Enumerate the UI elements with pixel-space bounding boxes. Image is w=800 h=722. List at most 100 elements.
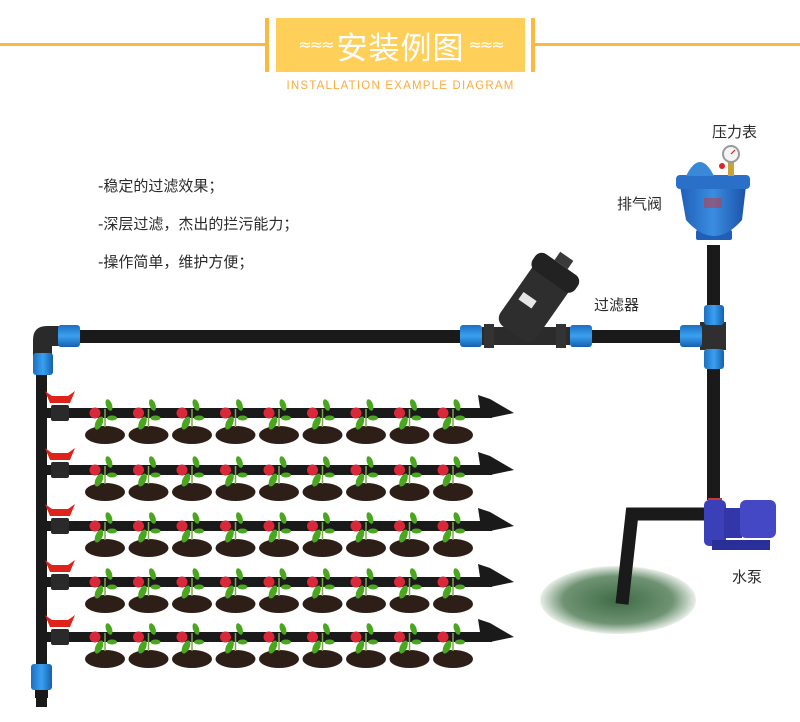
soil [346, 595, 386, 613]
dripper [176, 464, 188, 476]
leaf [442, 640, 452, 654]
dripper [89, 631, 101, 643]
leaf [312, 473, 321, 487]
plant [389, 456, 430, 501]
dripper [89, 407, 101, 419]
pressure-gauge [719, 145, 740, 176]
leaf [194, 584, 204, 590]
leaf [453, 456, 461, 468]
leaf [138, 585, 147, 599]
dripper [350, 407, 362, 419]
branch-end-arrow [478, 395, 514, 418]
leaf [192, 512, 200, 524]
leaf [149, 456, 156, 468]
leaf [105, 399, 113, 411]
leaf [399, 640, 408, 654]
leaf [410, 568, 417, 580]
leaf [181, 473, 191, 487]
plant [259, 623, 299, 668]
soil [259, 595, 299, 613]
valve-handle [45, 448, 75, 460]
leaf [268, 416, 278, 430]
leaf [442, 473, 452, 487]
leaf [442, 416, 452, 430]
dripper [263, 464, 275, 476]
dripper [133, 464, 144, 476]
leaf [94, 585, 104, 599]
plant [172, 623, 212, 668]
soil [346, 483, 386, 501]
water-pump [704, 498, 776, 550]
soil [302, 595, 343, 613]
dripper [220, 576, 231, 588]
leaf [366, 399, 374, 411]
leaf [355, 529, 365, 543]
filter-device [482, 251, 580, 348]
leaf [194, 528, 204, 534]
leaf [399, 529, 408, 543]
header-bar-right [531, 18, 535, 72]
leaf [268, 529, 278, 543]
soil [433, 650, 473, 668]
leaf [323, 623, 330, 635]
soil [172, 539, 212, 557]
soil [85, 483, 125, 501]
plant [215, 568, 256, 613]
plant [172, 399, 212, 444]
leaf [281, 472, 291, 478]
leaf [442, 529, 452, 543]
plant [433, 512, 473, 557]
plant [85, 568, 125, 613]
soil [433, 483, 473, 501]
plant [259, 568, 299, 613]
leaf [192, 568, 200, 580]
plant [346, 623, 386, 668]
plant [128, 399, 169, 444]
plant [215, 512, 256, 557]
vertical-riser-pipe [707, 245, 720, 500]
branch-row [45, 615, 514, 668]
coupling [704, 305, 724, 325]
leaf [94, 529, 104, 543]
plant [215, 399, 256, 444]
leaf [323, 568, 330, 580]
leaf [312, 585, 321, 599]
coupling [460, 325, 482, 347]
soil [172, 650, 212, 668]
leaf [236, 512, 243, 524]
suction-pipe [615, 507, 708, 605]
dripper [307, 407, 318, 419]
plant [128, 456, 169, 501]
plant [389, 568, 430, 613]
soil [433, 539, 473, 557]
plant [433, 623, 473, 668]
soil [302, 426, 343, 444]
feature-list: -稳定的过滤效果； -深层过滤，杰出的拦污能力； -操作简单，维护方便； [98, 173, 298, 287]
branch-end-arrow [478, 452, 514, 475]
soil [128, 595, 169, 613]
pressure-gauge-label: 压力表 [712, 123, 758, 141]
soil [259, 426, 299, 444]
valve-body [51, 518, 69, 534]
soil [85, 595, 125, 613]
dripper [133, 520, 144, 532]
soil [346, 650, 386, 668]
leaf [149, 399, 156, 411]
branch-end-arrow [478, 619, 514, 642]
leaf [323, 456, 330, 468]
coupling [704, 349, 724, 369]
leaf [150, 528, 161, 534]
dripper [394, 520, 405, 532]
dripper [220, 520, 231, 532]
leaf [355, 416, 365, 430]
wave-decoration-left: ≈≈≈ [298, 35, 334, 54]
soil [215, 539, 256, 557]
soil [172, 483, 212, 501]
main-pipe [40, 330, 712, 343]
soil [85, 539, 125, 557]
plant [433, 399, 473, 444]
water-pump-label: 水泵 [732, 568, 763, 586]
leaf [411, 528, 422, 534]
leaf [279, 623, 287, 635]
leaf [324, 584, 335, 590]
